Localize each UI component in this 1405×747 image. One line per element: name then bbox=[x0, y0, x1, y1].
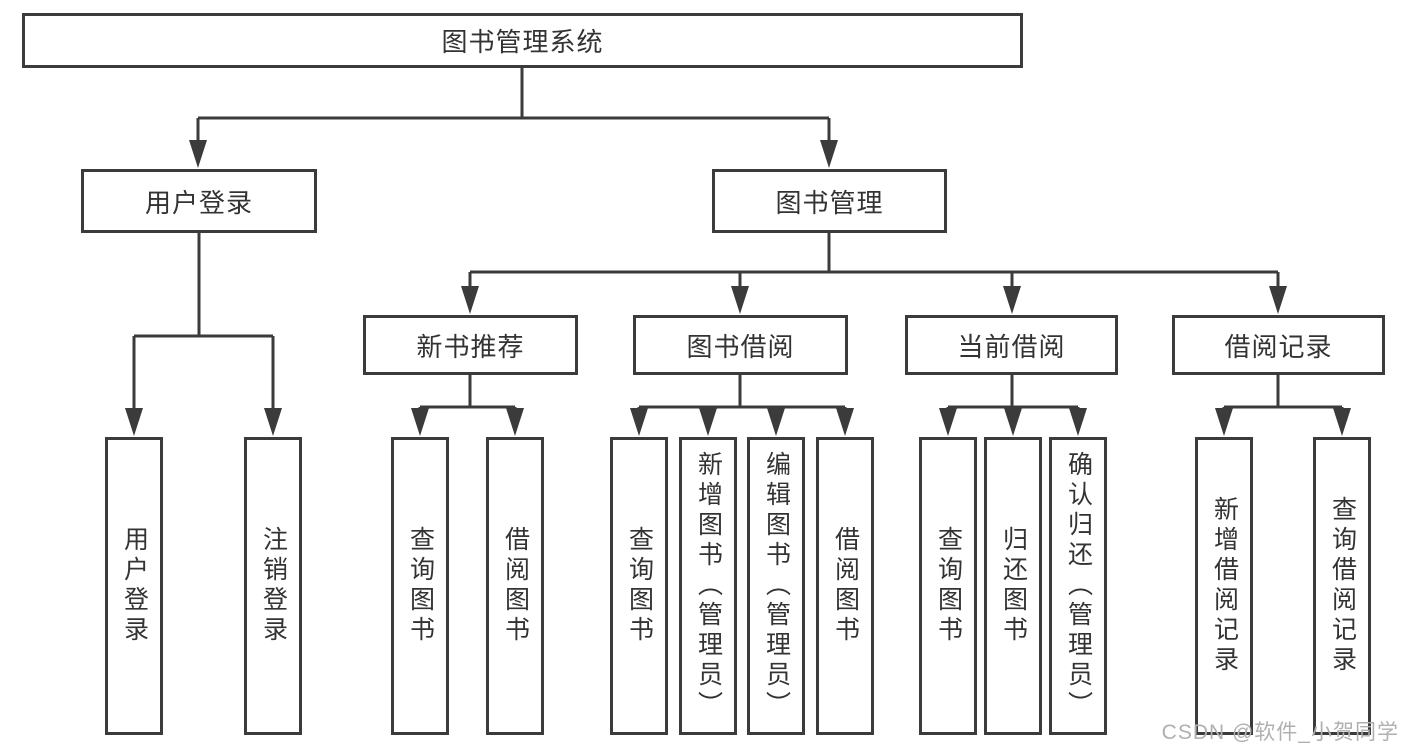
leaf-label: 查询图书 bbox=[406, 526, 435, 646]
node-book-borrow: 图书借阅 bbox=[633, 315, 848, 375]
leaf-borrow-book-1: 借阅图书 bbox=[486, 437, 544, 735]
node-new-book-recommend: 新书推荐 bbox=[363, 315, 578, 375]
leaf-label: 查询借阅记录 bbox=[1328, 496, 1357, 676]
leaf-label: 新增图书（管理员） bbox=[694, 451, 723, 721]
csdn-watermark: CSDN @软件_小贺同学 bbox=[1161, 721, 1399, 744]
node-root-system: 图书管理系统 bbox=[22, 13, 1023, 68]
node-borrow-record: 借阅记录 bbox=[1172, 315, 1385, 375]
leaf-user-login: 用户登录 bbox=[105, 437, 163, 735]
leaf-add-book-admin: 新增图书（管理员） bbox=[679, 437, 737, 735]
leaf-query-book-2: 查询图书 bbox=[610, 437, 668, 735]
leaf-query-borrow-record: 查询借阅记录 bbox=[1313, 437, 1371, 735]
node-current-borrow: 当前借阅 bbox=[905, 315, 1118, 375]
node-book-management: 图书管理 bbox=[712, 169, 947, 233]
leaf-label: 查询图书 bbox=[625, 526, 654, 646]
leaf-label: 编辑图书（管理员） bbox=[762, 451, 791, 721]
leaf-edit-book-admin: 编辑图书（管理员） bbox=[747, 437, 805, 735]
leaf-label: 确认归还（管理员） bbox=[1064, 451, 1093, 721]
leaf-label: 借阅图书 bbox=[501, 526, 530, 646]
leaf-query-book-1: 查询图书 bbox=[391, 437, 449, 735]
leaf-add-borrow-record: 新增借阅记录 bbox=[1195, 437, 1253, 735]
node-user-login: 用户登录 bbox=[81, 169, 317, 233]
leaf-label: 查询图书 bbox=[934, 526, 963, 646]
leaf-logout: 注销登录 bbox=[244, 437, 302, 735]
leaf-label: 新增借阅记录 bbox=[1210, 496, 1239, 676]
leaf-borrow-book-2: 借阅图书 bbox=[816, 437, 874, 735]
leaf-label: 用户登录 bbox=[120, 526, 149, 646]
leaf-confirm-return-admin: 确认归还（管理员） bbox=[1049, 437, 1107, 735]
leaf-return-book: 归还图书 bbox=[984, 437, 1042, 735]
leaf-label: 归还图书 bbox=[999, 526, 1028, 646]
leaf-label: 借阅图书 bbox=[831, 526, 860, 646]
leaf-label: 注销登录 bbox=[259, 526, 288, 646]
leaf-query-book-3: 查询图书 bbox=[919, 437, 977, 735]
